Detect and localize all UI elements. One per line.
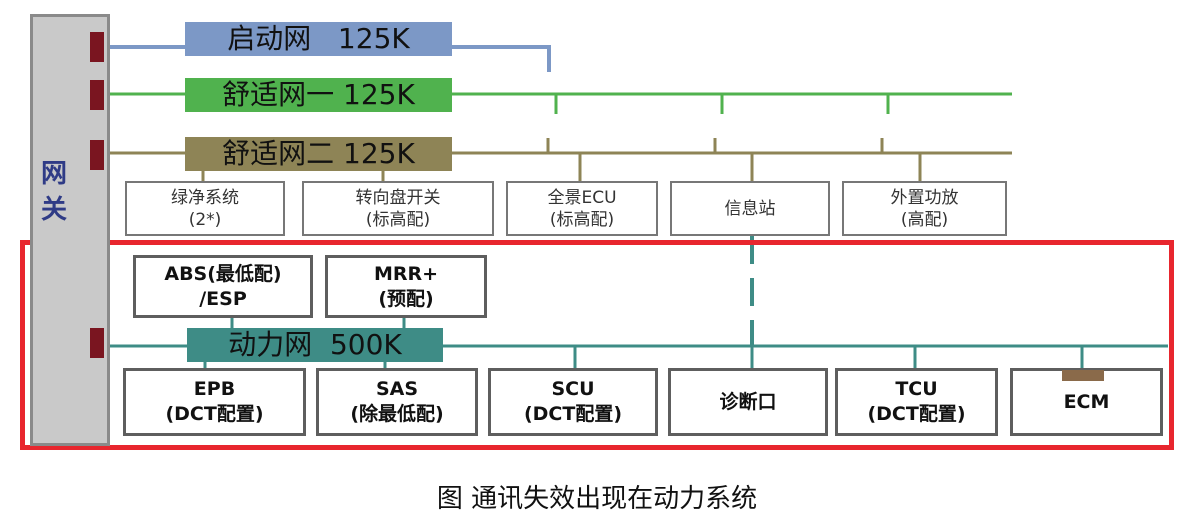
gateway-block bbox=[30, 14, 110, 446]
gateway-port-comfort1 bbox=[90, 80, 104, 110]
node-external-amp-name: 外置功放 bbox=[890, 187, 959, 208]
node-air-purifier-config: (2*) bbox=[188, 209, 222, 230]
bus-label-start: 启动网 125K bbox=[185, 22, 452, 56]
node-air-purifier-name: 绿净系统 bbox=[171, 187, 239, 208]
node-sas-name: SAS bbox=[375, 378, 419, 400]
node-sas: SAS (除最低配) bbox=[316, 368, 478, 436]
node-tcu-name: TCU bbox=[895, 378, 938, 400]
node-steering-switch-config: (标高配) bbox=[365, 209, 431, 230]
gateway-port-power bbox=[90, 328, 104, 358]
node-steering-switch: 转向盘开关 (标高配) bbox=[302, 181, 494, 236]
bus-label-comfort2: 舒适网二 125K bbox=[185, 137, 452, 171]
node-ecm-name: ECM bbox=[1063, 390, 1110, 413]
node-scu-name: SCU bbox=[551, 378, 595, 400]
node-steering-switch-name: 转向盘开关 bbox=[355, 187, 441, 208]
node-mrr-name: MRR+ bbox=[373, 262, 439, 285]
node-panorama-ecu: 全景ECU (标高配) bbox=[506, 181, 658, 236]
ecm-connector bbox=[1062, 370, 1104, 381]
node-sas-config: (除最低配) bbox=[350, 403, 444, 425]
node-diagnostic-port: 诊断口 bbox=[668, 368, 828, 436]
node-external-amp-config: (高配) bbox=[900, 209, 949, 230]
node-tcu-config: (DCT配置) bbox=[867, 403, 966, 425]
power-system-highlight bbox=[20, 240, 1174, 450]
figure-caption: 图 通讯失效出现在动力系统 bbox=[436, 484, 758, 514]
node-scu: SCU (DCT配置) bbox=[488, 368, 658, 436]
node-info-station: 信息站 bbox=[670, 181, 830, 236]
node-mrr-config: (预配) bbox=[378, 287, 434, 310]
bus-label-comfort1: 舒适网一 125K bbox=[185, 78, 452, 112]
node-diagnostic-port-name: 诊断口 bbox=[719, 390, 777, 413]
node-abs-esp-name: ABS(最低配) bbox=[164, 262, 282, 285]
node-panorama-ecu-name: 全景ECU bbox=[547, 187, 617, 208]
node-mrr: MRR+ (预配) bbox=[325, 255, 487, 318]
bus-label-power: 动力网 500K bbox=[187, 328, 443, 362]
node-external-amp: 外置功放 (高配) bbox=[842, 181, 1007, 236]
node-air-purifier: 绿净系统 (2*) bbox=[125, 181, 285, 236]
node-epb-name: EPB bbox=[193, 378, 236, 400]
node-epb-config: (DCT配置) bbox=[165, 403, 264, 425]
node-epb: EPB (DCT配置) bbox=[123, 368, 306, 436]
gateway-port-start bbox=[90, 32, 104, 62]
node-info-station-name: 信息站 bbox=[724, 198, 776, 219]
gateway-port-comfort2 bbox=[90, 140, 104, 170]
node-panorama-ecu-config: (标高配) bbox=[549, 209, 615, 230]
node-tcu: TCU (DCT配置) bbox=[835, 368, 998, 436]
node-scu-config: (DCT配置) bbox=[523, 403, 623, 425]
gateway-label: 网 关 bbox=[40, 159, 67, 225]
node-abs-esp: ABS(最低配) /ESP bbox=[133, 255, 313, 318]
node-abs-esp-sub: /ESP bbox=[199, 287, 247, 310]
